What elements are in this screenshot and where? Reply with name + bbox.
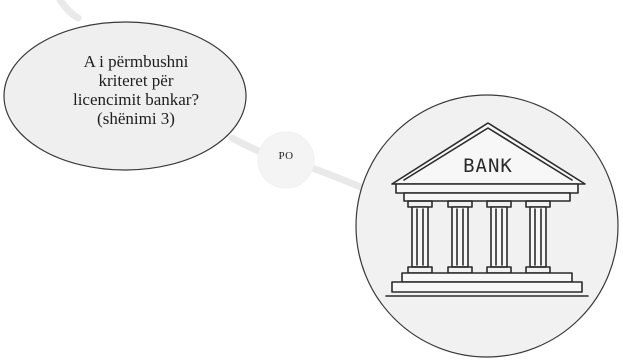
bank-sign-text: BANK — [463, 155, 513, 177]
connector-top — [56, 0, 82, 22]
answer-node — [257, 131, 315, 189]
question-bubble — [3, 21, 247, 171]
question-text: A i përmbushni kriteret për licencimit b… — [48, 52, 224, 128]
answer-label: PO — [278, 150, 294, 162]
question-line-1: A i përmbushni — [83, 52, 189, 71]
bank-building-icon — [385, 122, 589, 297]
question-line-2: kriteret për — [98, 71, 174, 90]
question-line-4: (shënimi 3) — [97, 109, 175, 128]
question-line-3: licencimit bankar? — [72, 90, 200, 109]
